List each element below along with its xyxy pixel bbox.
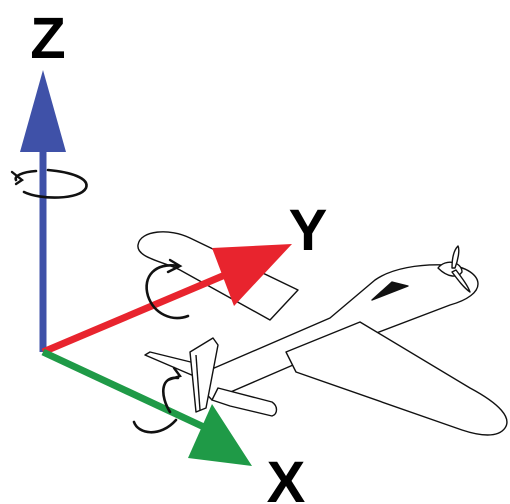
- x-rotation-arrow-icon: [132, 366, 182, 434]
- airplane-vertical-fin: [189, 337, 219, 413]
- airplane-propeller-upper: [451, 245, 460, 269]
- y-axis-shaft: [41, 268, 234, 356]
- x-axis-arrowhead: [188, 404, 252, 466]
- airplane-canopy: [371, 281, 409, 301]
- y-axis-arrowhead: [212, 244, 292, 306]
- airplane-fin-edge: [195, 354, 201, 411]
- y-axis-label: Y: [289, 198, 328, 263]
- x-axis-shaft: [41, 348, 208, 432]
- airplane-right-stabilizer: [211, 387, 278, 417]
- x-axis: [41, 348, 252, 466]
- airplane: [137, 231, 508, 436]
- z-axis-arrowhead: [20, 70, 66, 152]
- z-axis: [20, 70, 66, 352]
- airplane-propeller-lower: [451, 269, 471, 293]
- y-rotation-arrow-icon: [145, 258, 190, 320]
- airplane-right-wing: [285, 321, 508, 436]
- y-axis: [41, 244, 292, 356]
- x-axis-label: X: [267, 450, 306, 504]
- z-rotation-arrow-icon: [10, 168, 88, 199]
- z-axis-label: Z: [30, 6, 65, 71]
